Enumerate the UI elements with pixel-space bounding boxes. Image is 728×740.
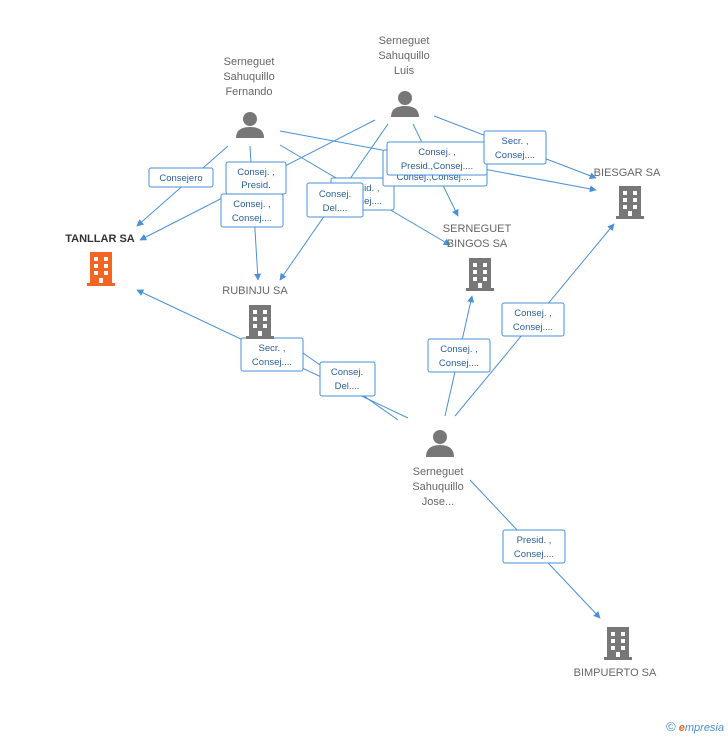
- edge-label-text: Consej. ,: [514, 308, 552, 319]
- building-icon: [616, 186, 644, 219]
- node-label: Sahuquillo: [223, 71, 274, 83]
- edge-label-text: Presid. ,: [517, 535, 552, 546]
- node-label: Fernando: [225, 86, 272, 98]
- company-node-bimpuerto[interactable]: BIMPUERTO SA: [574, 627, 657, 679]
- node-label: BIMPUERTO SA: [574, 667, 657, 679]
- company-node-rubinju[interactable]: RUBINJU SA: [222, 285, 288, 339]
- node-label: Sahuquillo: [412, 481, 463, 493]
- edge-label-jose-bimpuerto[interactable]: Presid. , Consej....: [502, 529, 566, 564]
- person-icon: [391, 91, 419, 117]
- node-label: Serneguet: [413, 466, 464, 478]
- edge-label-jose-tanllar[interactable]: Secr. , Consej....: [240, 337, 304, 372]
- edge-label-text: Consej....: [252, 357, 292, 368]
- node-label: Serneguet: [224, 56, 275, 68]
- node-label: TANLLAR SA: [65, 233, 135, 245]
- edge-label-text: Secr. ,: [502, 136, 529, 147]
- node-label: Sahuquillo: [378, 50, 429, 62]
- edge-label-text: Secr. ,: [259, 343, 286, 354]
- node-label: Luis: [394, 65, 415, 77]
- edge-label-text: Consej....: [495, 150, 535, 161]
- node-label: RUBINJU SA: [222, 285, 288, 297]
- building-icon: [466, 258, 494, 291]
- brand-watermark: © empresia: [666, 719, 724, 734]
- edge-label-text: Presid.: [241, 180, 271, 191]
- edge-label-jose-biesgar[interactable]: Consej. , Consej....: [501, 302, 565, 337]
- edge-label-text: Consej....: [514, 549, 554, 560]
- node-label: Serneguet: [379, 35, 430, 47]
- company-node-tanllar[interactable]: TANLLAR SA: [65, 233, 135, 286]
- edge-label-text: Consej. ,: [418, 147, 456, 158]
- brand-logo-e: e: [678, 722, 685, 734]
- edge-label-jose-bingos[interactable]: Consej. , Consej....: [427, 338, 491, 373]
- person-icon: [236, 112, 264, 138]
- edge-label-luis-tanllar[interactable]: Consej. , Consej....: [220, 193, 284, 228]
- edge-label-text: Consej....: [232, 213, 272, 224]
- node-label: BINGOS SA: [447, 238, 508, 250]
- edge-label-text: Consej.: [331, 367, 363, 378]
- edge-label-fernando-tanllar[interactable]: Consejero: [148, 167, 214, 188]
- node-label: SERNEGUET: [443, 223, 512, 235]
- edge-label-text: Consej. ,: [233, 199, 271, 210]
- edge-label-text: Consejero: [159, 173, 202, 184]
- edge-label-text: Del....: [323, 203, 348, 214]
- edge-label-fernando-rubinju[interactable]: Consej. , Presid.: [225, 161, 287, 195]
- edge-label-text: Presid.,Consej....: [401, 161, 473, 172]
- edge-label-text: Del....: [335, 381, 360, 392]
- edge-label-text: Consej.: [319, 189, 351, 200]
- edge-label-text: Consej. ,: [237, 167, 275, 178]
- node-label: BIESGAR SA: [594, 167, 661, 179]
- node-label: Jose...: [422, 496, 454, 508]
- edge-labels: Consejero Consej. , Presid. Presid. , Co…: [148, 130, 566, 564]
- edge-label-jose-rubinju[interactable]: Consej. Del....: [319, 361, 376, 397]
- person-node-jose[interactable]: Serneguet Sahuquillo Jose...: [412, 430, 464, 508]
- person-node-luis[interactable]: Serneguet Sahuquillo Luis: [378, 35, 430, 117]
- edge-label-fernando-biesgar[interactable]: Secr. , Consej....: [483, 130, 547, 165]
- company-node-biesgar[interactable]: BIESGAR SA: [594, 167, 661, 219]
- copyright-symbol: ©: [666, 719, 676, 734]
- edge-label-text: Consej....: [513, 322, 553, 333]
- edge-label-luis-biesgar[interactable]: Consej. , Presid.,Consej....: [386, 141, 488, 176]
- edge-label-text: Consej. ,: [440, 344, 478, 355]
- edge-label-text: Consej....: [439, 358, 479, 369]
- person-node-fernando[interactable]: Serneguet Sahuquillo Fernando: [223, 56, 275, 138]
- building-icon: [604, 627, 632, 660]
- building-icon: [87, 252, 115, 286]
- edge-label-text: Consej.,Consej....: [397, 172, 472, 183]
- brand-logo-text: mpresia: [684, 722, 724, 734]
- company-node-serneguet-bingos[interactable]: SERNEGUET BINGOS SA: [443, 223, 512, 291]
- person-icon: [426, 430, 454, 457]
- building-icon: [246, 305, 274, 339]
- edge-label-luis-rubinju[interactable]: Consej. Del....: [306, 182, 364, 218]
